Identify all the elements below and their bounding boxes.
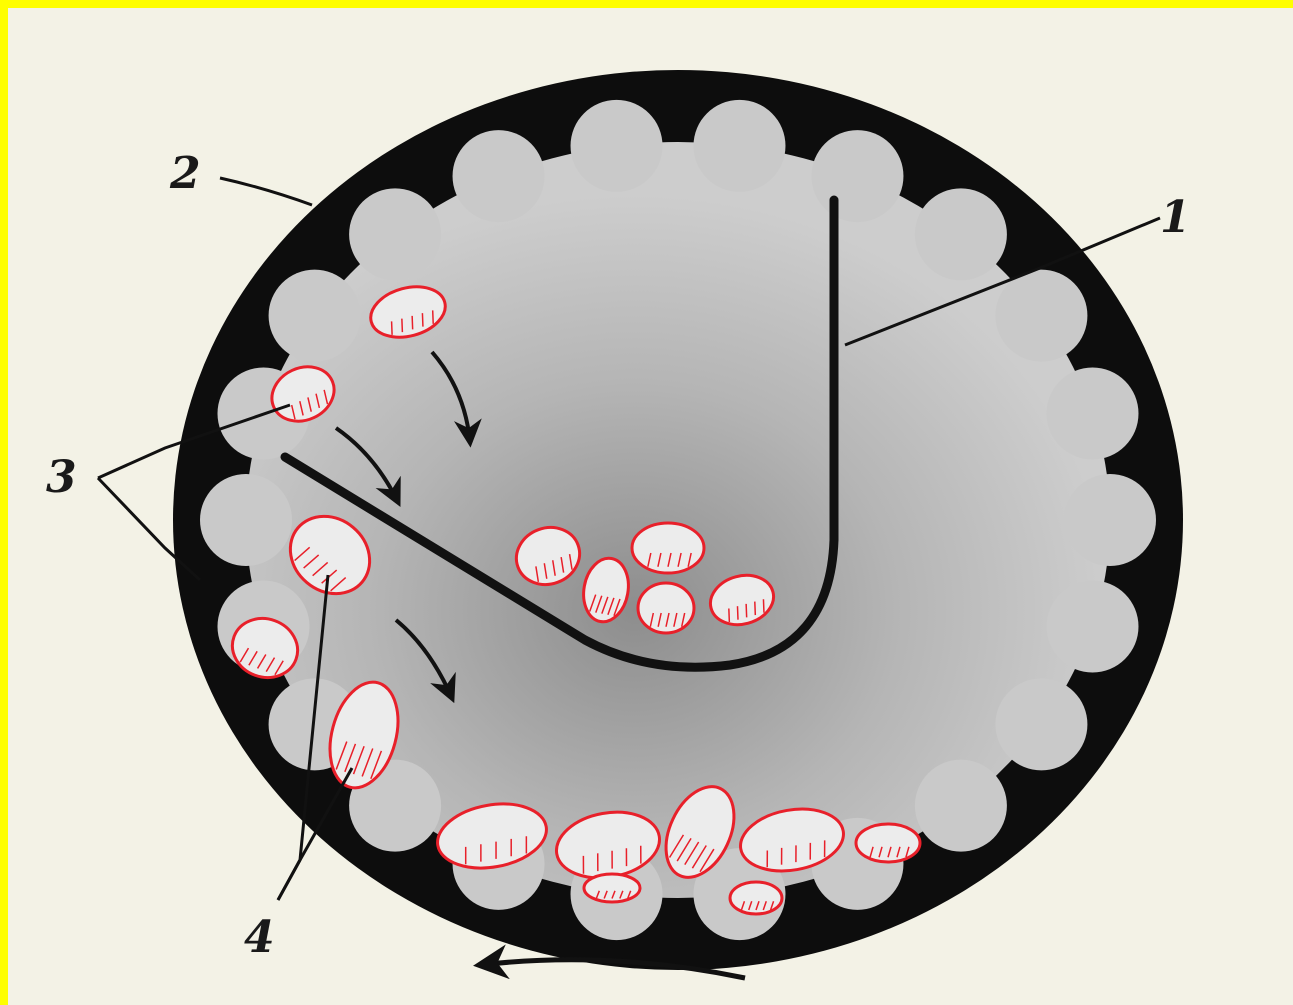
label-part-4: 4 — [244, 912, 275, 963]
drum-cell — [453, 130, 545, 222]
drum-cell — [1064, 474, 1156, 566]
drum-cell — [995, 678, 1087, 770]
label-part-1: 1 — [1160, 192, 1191, 243]
drum-cell — [1047, 368, 1139, 460]
drum-cell — [693, 100, 785, 192]
label-part-2: 2 — [169, 148, 201, 199]
drum-cell — [200, 474, 292, 566]
drum-cell — [811, 130, 903, 222]
drum-cell — [995, 270, 1087, 362]
drum-cell — [1047, 580, 1139, 672]
diagram-figure: 2 1 3 4 — [8, 8, 1293, 1005]
drum-cell — [349, 188, 441, 280]
label-part-3: 3 — [46, 452, 77, 503]
drum-cell — [571, 100, 663, 192]
drum-cell — [269, 270, 361, 362]
drum-cell — [915, 760, 1007, 852]
drum-diagram-svg: 2 1 3 4 — [8, 8, 1293, 1005]
drum-cell — [915, 188, 1007, 280]
